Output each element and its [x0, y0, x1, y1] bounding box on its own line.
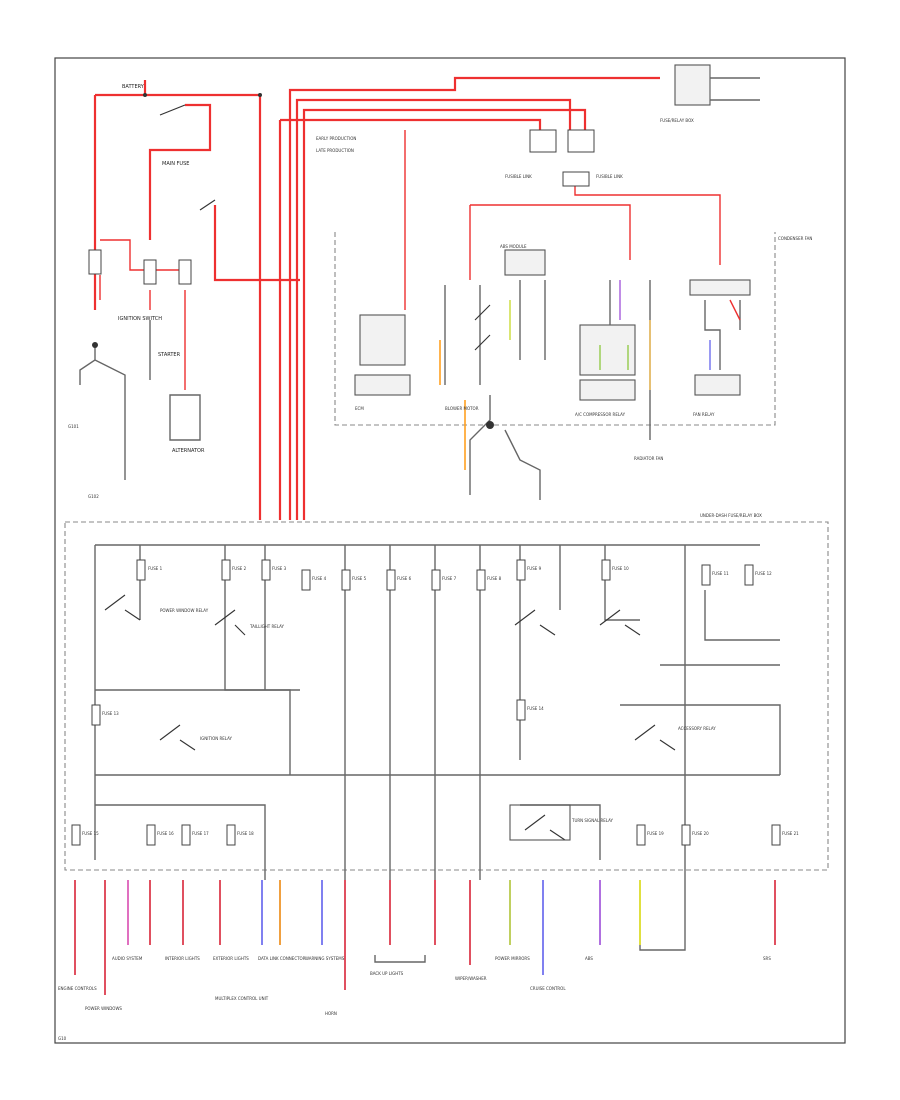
- blower-motor-label: BLOWER MOTOR: [445, 406, 479, 411]
- fuse-14: [516, 699, 526, 721]
- fuse-5-label: FUSE 5: [352, 576, 367, 581]
- fuse-17: [181, 824, 191, 846]
- main-power-trunk: EARLY PRODUCTION LATE PRODUCTION FUSIBLE…: [278, 76, 721, 520]
- fuse-20-label: FUSE 20: [692, 831, 709, 836]
- fuse-15-label: FUSE 15: [82, 831, 99, 836]
- fuse-row-top: FUSE 1 FUSE 2 FUSE 3 FUSE 4 FUSE 5 FUSE …: [91, 559, 772, 726]
- bottom-label-15: SRS: [763, 956, 771, 961]
- fusible-link-left: FUSIBLE LINK: [505, 174, 532, 179]
- fuse-6: [386, 569, 396, 591]
- bottom-labels: ENGINE CONTROLS POWER WINDOWS AUDIO SYST…: [58, 956, 771, 1016]
- relay-3-label: IGNITION RELAY: [200, 736, 233, 741]
- output-wires: [74, 880, 776, 995]
- fuse-16-label: FUSE 16: [157, 831, 174, 836]
- under-dash-fuse-box: UNDER-DASH FUSE/RELAY BOX POWER WINDOW R…: [64, 513, 829, 880]
- bottom-label-7: MULTIPLEX CONTROL UNIT: [215, 996, 269, 1001]
- fuse-15: [71, 824, 81, 846]
- bottom-label-4: INTERIOR LIGHTS: [165, 956, 200, 961]
- fuse-7-label: FUSE 7: [442, 576, 457, 581]
- fuse-1-label: FUSE 1: [148, 566, 163, 571]
- fuse-12: [744, 564, 754, 586]
- ignition-switch-label: IGNITION SWITCH: [118, 316, 162, 322]
- starter-label: STARTER: [158, 352, 181, 358]
- fuse-4: [301, 569, 311, 591]
- fusible-link-right: FUSIBLE LINK: [596, 174, 623, 179]
- fuse-11-label: FUSE 11: [712, 571, 729, 576]
- relay-5-label: TURN SIGNAL RELAY: [571, 818, 614, 823]
- fuse-6-label: FUSE 6: [397, 576, 412, 581]
- legend-late: LATE PRODUCTION: [316, 148, 354, 153]
- fuse-14-label: FUSE 14: [527, 706, 544, 711]
- fuse-row-bottom: FUSE 15 FUSE 16 FUSE 17 FUSE 18 FUSE 19 …: [71, 824, 799, 846]
- condenser-fan-label: CONDENSER FAN: [778, 236, 812, 241]
- bottom-label-13: CRUISE CONTROL: [530, 986, 566, 991]
- legend-early: EARLY PRODUCTION: [316, 136, 356, 141]
- fuse-20: [681, 824, 691, 846]
- ground-left-label: G101: [68, 424, 79, 429]
- relay-1-label: POWER WINDOW RELAY: [160, 608, 209, 613]
- bottom-label-11: WIPER/WASHER: [455, 976, 487, 981]
- abs-module-label: ABS MODULE: [500, 244, 527, 249]
- bottom-label-1: ENGINE CONTROLS: [58, 986, 97, 991]
- bottom-label-6: DATA LINK CONNECTOR: [258, 956, 306, 961]
- fuse-3-label: FUSE 3: [272, 566, 287, 571]
- radiator-fan-label: RADIATOR FAN: [634, 456, 663, 461]
- bottom-label-5: EXTERIOR LIGHTS: [213, 956, 249, 961]
- fuse-4-label: FUSE 4: [312, 576, 327, 581]
- battery-label: BATTERY: [122, 84, 145, 90]
- fuse-11: [701, 564, 711, 586]
- bottom-label-14: ABS: [585, 956, 593, 961]
- relay-2-label: TAILLIGHT RELAY: [249, 624, 285, 629]
- fuse-12-label: FUSE 12: [755, 571, 772, 576]
- ground-center-label: G102: [88, 494, 99, 499]
- fuse-21: [771, 824, 781, 846]
- fuse-8-label: FUSE 8: [487, 576, 502, 581]
- panel-title: UNDER-DASH FUSE/RELAY BOX: [700, 513, 762, 518]
- ac-compressor-relay-label: A/C COMPRESSOR RELAY: [575, 412, 626, 417]
- figure-id: G10: [58, 1036, 67, 1041]
- fuse-8: [476, 569, 486, 591]
- fuse-10-label: FUSE 10: [612, 566, 629, 571]
- fuse-16: [146, 824, 156, 846]
- fuse-2-label: FUSE 2: [232, 566, 247, 571]
- bottom-label-9: HORN: [325, 1011, 337, 1016]
- top-right-module-label: FUSE/RELAY BOX: [660, 118, 694, 123]
- upper-control-box: ECM ABS MODULE A/C COMPRESSOR RELAY FAN …: [334, 232, 812, 500]
- fuse-10: [601, 559, 611, 581]
- fuse-19: [636, 824, 646, 846]
- bottom-label-10: BACK UP LIGHTS: [370, 971, 404, 976]
- fuse-18-label: FUSE 18: [237, 831, 254, 836]
- fuse-2: [221, 559, 231, 581]
- fuse-13: [91, 704, 101, 726]
- alternator-label: ALTERNATOR: [172, 448, 205, 454]
- fuse-1: [136, 559, 146, 581]
- bottom-label-2: POWER WINDOWS: [85, 1006, 122, 1011]
- main-fuse-label: MAIN FUSE: [162, 161, 189, 167]
- bottom-label-12: POWER MIRRORS: [495, 956, 530, 961]
- top-right-module: FUSE/RELAY BOX: [660, 64, 760, 123]
- fuse-3: [261, 559, 271, 581]
- fuse-18: [226, 824, 236, 846]
- fuse-21-label: FUSE 21: [782, 831, 799, 836]
- diagram-border: [54, 57, 846, 1044]
- ecm-label: ECM: [355, 406, 364, 411]
- power-supply-section: BATTERY MAIN FUSE IGNITION SWITCH STARTE…: [68, 80, 300, 520]
- fuse-13-label: FUSE 13: [102, 711, 119, 716]
- relay-4-label: ACCESSORY RELAY: [678, 726, 716, 731]
- fuse-9: [516, 559, 526, 581]
- fuse-9-label: FUSE 9: [527, 566, 542, 571]
- fan-relay-label: FAN RELAY: [693, 412, 715, 417]
- bottom-label-8: WARNING SYSTEMS: [305, 956, 345, 961]
- bottom-label-3: AUDIO SYSTEM: [112, 956, 143, 961]
- fuse-19-label: FUSE 19: [647, 831, 664, 836]
- fuse-17-label: FUSE 17: [192, 831, 209, 836]
- fuse-7: [431, 569, 441, 591]
- fuse-5: [341, 569, 351, 591]
